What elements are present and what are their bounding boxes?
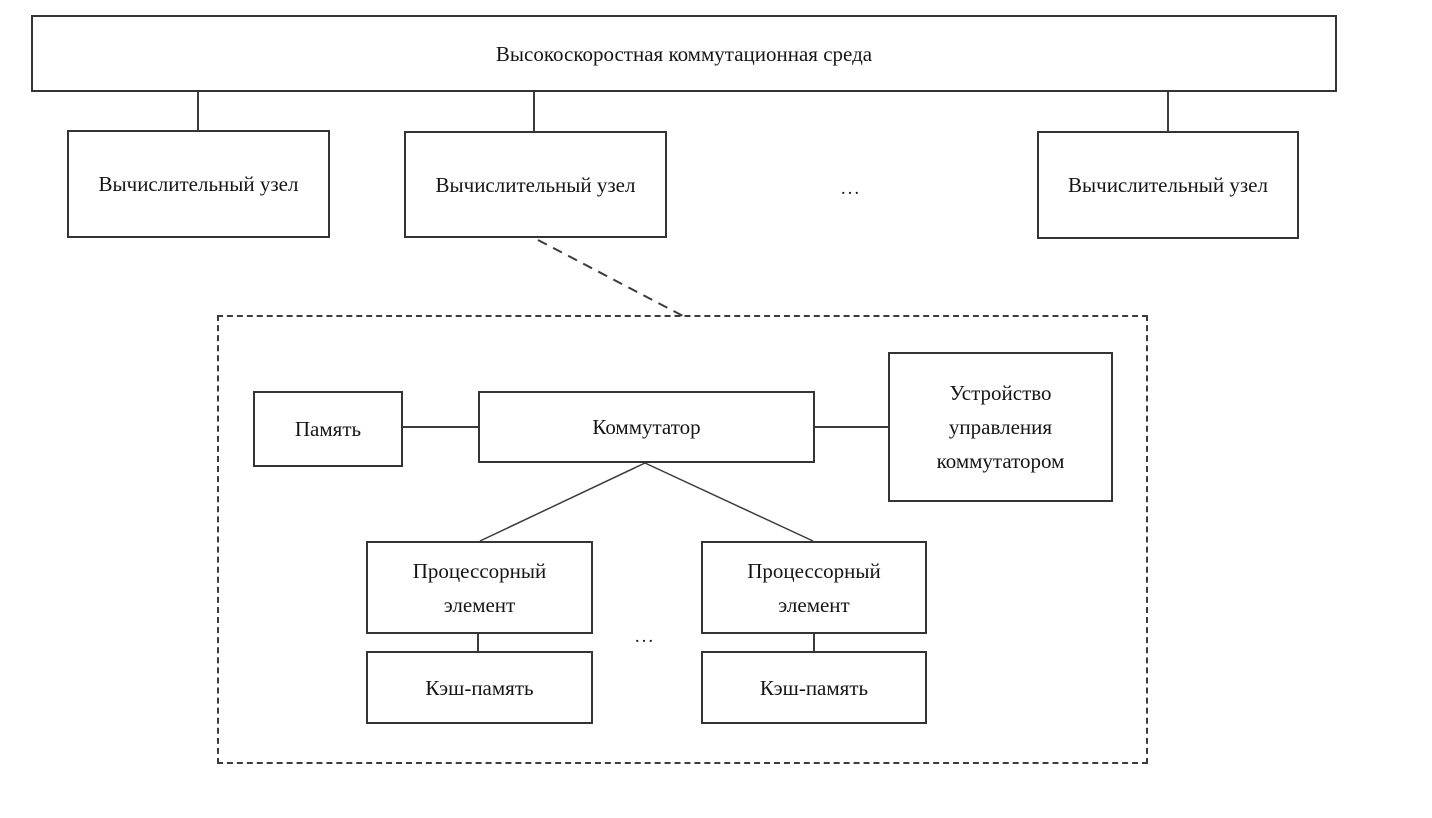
- switching-medium-box: Высокоскоростная коммутационная среда: [31, 15, 1337, 92]
- compute-node-label-2: Вычислительный узел: [435, 172, 636, 197]
- memory-box: Память: [253, 391, 403, 467]
- processor-element-box-1: Процессорный элемент: [366, 541, 593, 634]
- cache-memory-box-1: Кэш-память: [366, 651, 593, 724]
- switch-label: Коммутатор: [592, 415, 701, 439]
- processor-element-label-2: Процессорный элемент: [747, 558, 881, 617]
- node2-detail-dashed-line: [537, 239, 684, 317]
- cache-memory-label-1: Кэш-память: [425, 675, 534, 700]
- processor-elements-ellipsis: ...: [634, 626, 656, 647]
- processor-element-box-2: Процессорный элемент: [701, 541, 927, 634]
- compute-node-box-1: Вычислительный узел: [67, 130, 330, 238]
- switch-to-pe1-connector: [479, 462, 646, 542]
- memory-label: Память: [294, 417, 362, 441]
- cache-memory-label-2: Кэш-память: [759, 675, 869, 700]
- compute-nodes-ellipsis: ...: [840, 178, 862, 199]
- compute-node-label-3: Вычислительный узел: [1068, 173, 1268, 197]
- compute-node-box-2: Вычислительный узел: [404, 131, 667, 238]
- switching-medium-label: Высокоскоростная коммутационная среда: [495, 41, 873, 66]
- compute-node-box-3: Вычислительный узел: [1037, 131, 1299, 239]
- compute-node-detail-container: [217, 315, 1148, 764]
- switch-controller-label: Устройство управления коммутатором: [936, 381, 1065, 473]
- cache-memory-box-2: Кэш-память: [701, 651, 927, 724]
- switch-to-pe2-connector: [644, 462, 814, 542]
- compute-node-label-1: Вычислительный узел: [98, 172, 299, 196]
- switch-controller-box: Устройство управления коммутатором: [888, 352, 1113, 502]
- processor-element-label-1: Процессорный элемент: [412, 558, 547, 617]
- switch-box: Коммутатор: [478, 391, 815, 463]
